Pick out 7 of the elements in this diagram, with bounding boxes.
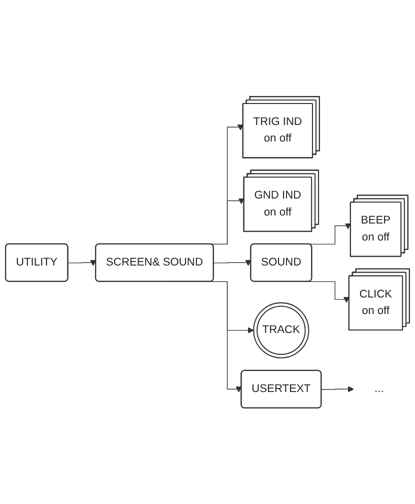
- arrow: [213, 260, 252, 266]
- node-text: ...: [374, 382, 384, 394]
- arrow: [308, 222, 352, 244]
- node-circle: TRACK: [253, 302, 310, 358]
- arrow: [68, 260, 96, 266]
- arrow: [308, 281, 350, 303]
- arrow: [321, 386, 354, 392]
